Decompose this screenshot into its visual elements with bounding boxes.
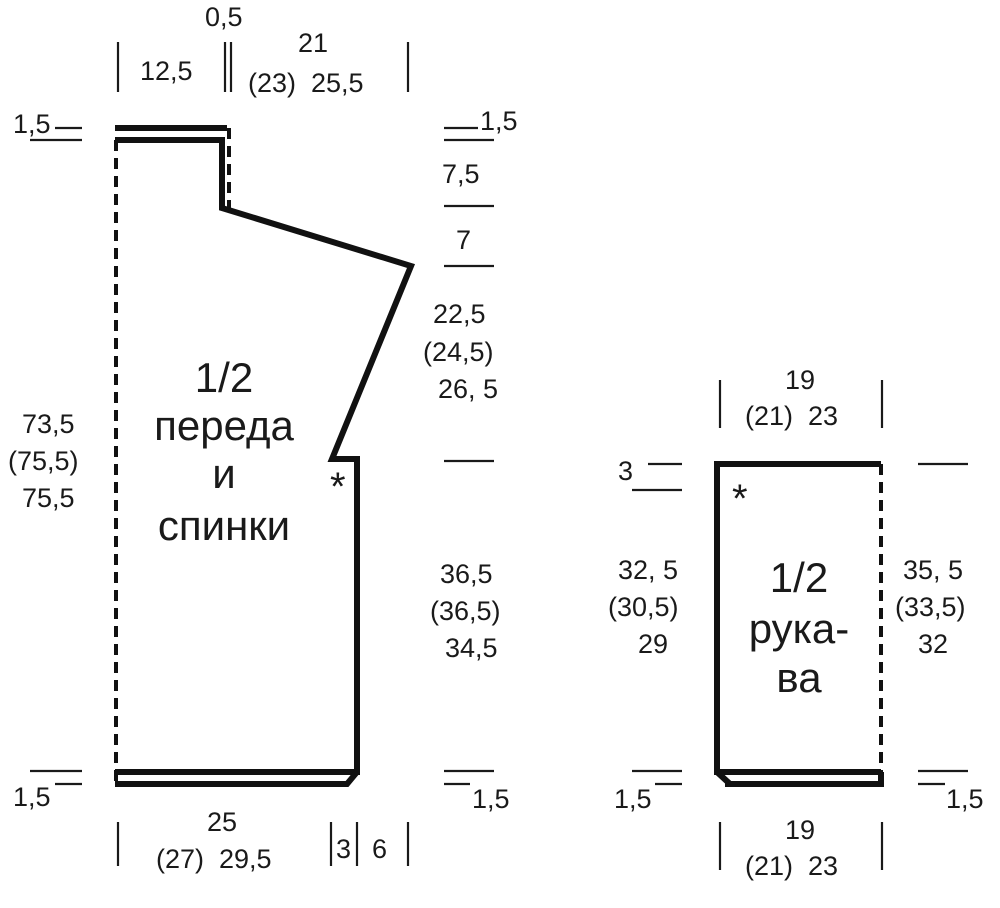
sleeve-title-line3: ва: [776, 654, 822, 701]
body-left-bottom-hem: 1,5: [13, 782, 51, 812]
body-right-armhole-3: 26, 5: [438, 374, 498, 404]
body-left-top-hem: 1,5: [13, 109, 51, 139]
body-bottom-hem-line: [115, 770, 360, 787]
sleeve-bottom-width-sizes: (21) 23: [745, 851, 838, 881]
sleeve-top-width-sizes: (21) 23: [745, 401, 838, 431]
body-top-neck-width: 21: [298, 28, 328, 58]
body-right-top-hem: 1,5: [480, 106, 518, 136]
sleeve-body-join-marker: *: [732, 477, 748, 521]
body-top-gap-width: 0,5: [205, 2, 243, 32]
body-bottom-side-offset: 3: [336, 834, 351, 864]
sleeve-hem-join: [714, 769, 733, 787]
sleeve-right-height-3: 32: [918, 629, 948, 659]
body-left-height-3: 75,5: [22, 483, 75, 513]
sleeve-piece: 19 (21) 23 3 32, 5 (30,5) 29 1,5 * 1/2 р…: [608, 365, 984, 881]
body-bottom-extension: 6: [372, 834, 387, 864]
sleeve-outline: [714, 461, 881, 775]
body-top-shoulder-width: 12,5: [140, 56, 193, 86]
body-title-line1: 1/2: [195, 354, 253, 401]
sleeve-left-height-1: 32, 5: [618, 555, 678, 585]
sleeve-left-height-3: 29: [638, 629, 668, 659]
body-right-armhole-1: 22,5: [433, 299, 486, 329]
body-right-side-1: 36,5: [440, 559, 493, 589]
body-bottom-width-sizes: (27) 29,5: [156, 844, 272, 874]
sleeve-right-bottom-hem: 1,5: [946, 784, 984, 814]
body-right-slope-height: 7: [456, 225, 471, 255]
body-top-neck-width-sizes: (23) 25,5: [248, 68, 364, 98]
sleeve-left-top-offset: 3: [618, 456, 633, 486]
body-left-height-1: 73,5: [22, 409, 75, 439]
body-bottom-width: 25: [207, 807, 237, 837]
body-piece: 12,5 0,5 21 (23) 25,5 1,5 73,5 (75,5) 75…: [8, 2, 518, 874]
sleeve-right-height-1: 35, 5: [903, 555, 963, 585]
body-title-line2: переда: [154, 402, 294, 449]
body-title-line4: спинки: [158, 502, 290, 549]
sleeve-top-width: 19: [785, 365, 815, 395]
body-right-side-3: 34,5: [445, 633, 498, 663]
body-right-side-2: (36,5): [430, 596, 501, 626]
body-right-armhole-2: (24,5): [423, 337, 494, 367]
body-sleeve-join-marker: *: [330, 465, 346, 509]
sleeve-right-height-2: (33,5): [895, 592, 966, 622]
sleeve-left-height-2: (30,5): [608, 592, 679, 622]
body-title-line3: и: [212, 450, 235, 497]
body-left-height-2: (75,5): [8, 446, 79, 476]
sleeve-left-bottom-hem: 1,5: [614, 784, 652, 814]
sleeve-bottom-width: 19: [785, 815, 815, 845]
body-right-bottom-hem: 1,5: [472, 784, 510, 814]
sleeve-title-line2: рука-: [749, 605, 850, 652]
sleeve-title-line1: 1/2: [770, 554, 828, 601]
body-right-shoulder-height: 7,5: [442, 159, 480, 189]
body-outline: [115, 137, 416, 775]
